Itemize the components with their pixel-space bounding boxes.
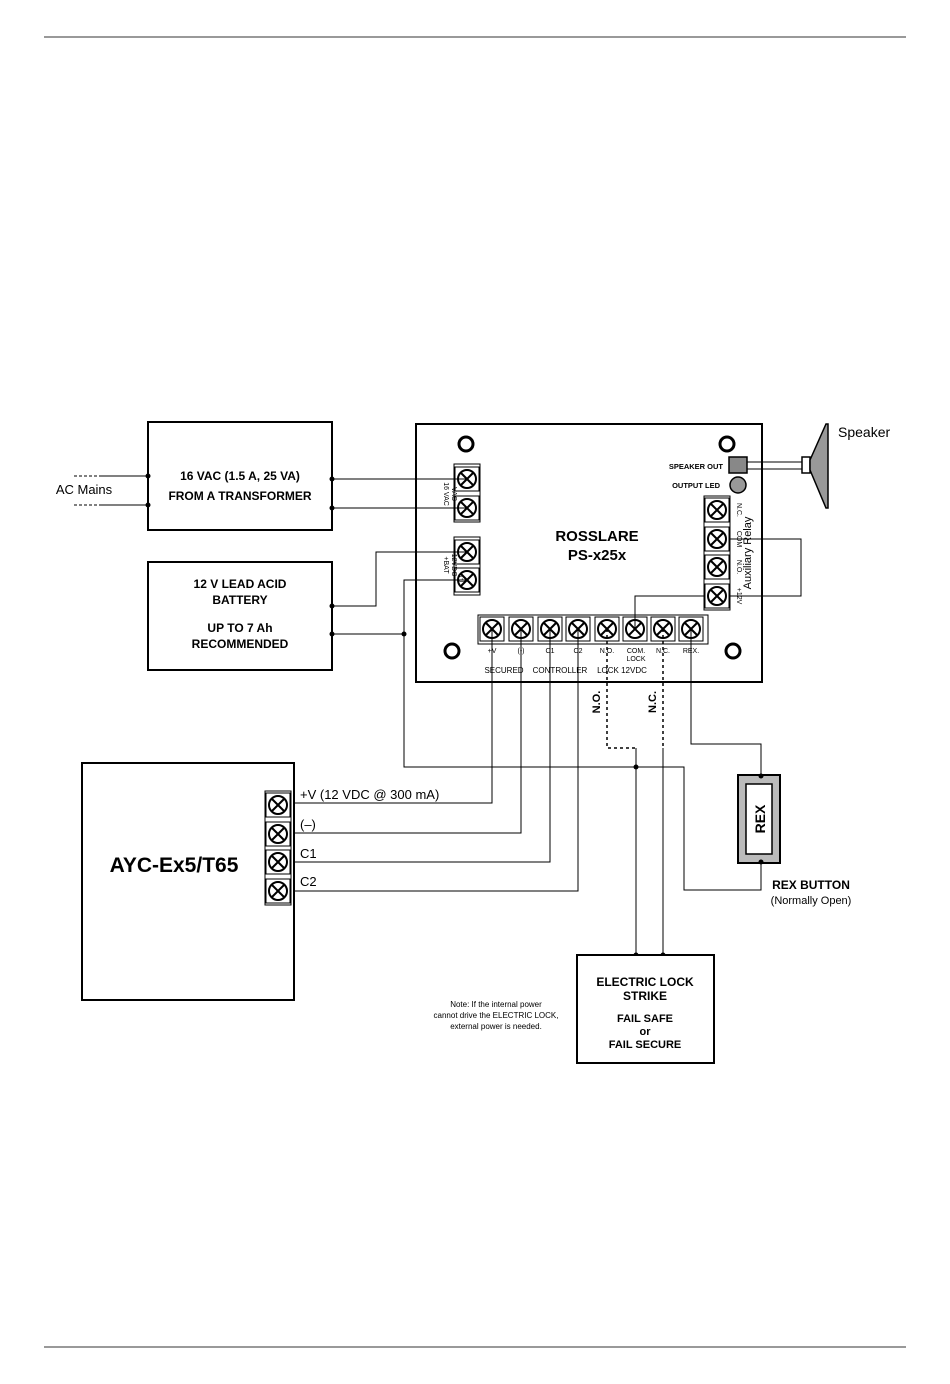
mount-hole-br (724, 642, 742, 660)
battery-box (147, 561, 333, 671)
lock-wire-no-label: N.O. (591, 691, 603, 714)
term-label-com: COM. (627, 648, 645, 655)
wire-bat-plus (332, 551, 467, 607)
wire-controller-v (292, 629, 493, 804)
controller-term-c2 (265, 878, 291, 904)
output-led-label: OUTPUT LED (672, 481, 720, 490)
ac-mains-label: AC Mains (56, 482, 113, 497)
controller-label: CONTROLLER (533, 666, 588, 675)
controller-label-minus: (–) (300, 817, 316, 832)
term-label-nc: N.C. (656, 648, 670, 655)
wire-lock-no-dashed (606, 629, 636, 749)
lock-label-4: or (640, 1026, 652, 1038)
transformer-label-1: 16 VAC (1.5 A, 25 VA) (180, 469, 300, 483)
mount-hole-bl (443, 642, 461, 660)
transformer-label-2: FROM A TRANSFORMER (168, 489, 311, 503)
term-label-no: N.O. (600, 648, 614, 655)
wire-bat-minus (332, 579, 467, 635)
rex-button-label: REX BUTTON (772, 878, 850, 892)
board-title-2: PS-x25x (568, 547, 627, 564)
electric-lock-box (576, 954, 715, 1064)
speaker-label: Speaker (838, 424, 890, 440)
lock-label-5: FAIL SECURE (609, 1039, 682, 1051)
aux-terminal-nc (704, 497, 730, 523)
lock-label-2: STRIKE (623, 989, 667, 1003)
rex-label: REX (752, 804, 768, 833)
wire-rex (690, 629, 762, 776)
aux-relay-label: Auxiliary Relay (742, 516, 754, 589)
battery-label-2: BATTERY (212, 593, 267, 607)
battery-label-1: 12 V LEAD ACID (194, 577, 287, 591)
lock-12vdc-label: LOCK 12VDC (597, 666, 647, 675)
controller-term-c1 (265, 849, 291, 875)
speaker-out-label: SPEAKER OUT (669, 462, 724, 471)
bat-label: +BAT (442, 556, 449, 574)
rex-button-sub: (Normally Open) (771, 895, 852, 907)
output-led (729, 476, 747, 494)
controller-box (81, 762, 295, 1001)
mount-hole-tr (718, 435, 736, 453)
wire-ground-bus (403, 634, 762, 891)
aux-terminal-no (704, 554, 730, 580)
board-title-1: ROSSLARE (555, 528, 638, 545)
rex-button-face (745, 783, 773, 855)
secured-label: SECURED (484, 666, 523, 675)
wire-controller-c1 (292, 629, 551, 863)
mount-hole-tl (457, 435, 475, 453)
note-line-3: external power is needed. (450, 1022, 542, 1031)
controller-term-minus (265, 821, 291, 847)
controller-term-v (265, 792, 291, 818)
vac-label-2: VAC (450, 487, 457, 501)
battery-label-3: UP TO 7 Ah (207, 621, 272, 635)
wire-controller-c2 (292, 629, 579, 892)
speaker-out-connector (728, 456, 748, 474)
battery-label-4: RECOMMENDED (192, 637, 289, 651)
speaker-icon (809, 423, 829, 509)
controller-label-c1: C1 (300, 846, 317, 861)
aux-label-no: N.O. (735, 560, 742, 574)
wire-controller-minus (292, 629, 522, 834)
wire-lock-com-to-aux (634, 595, 704, 629)
bat-label-3: (-) (458, 576, 465, 583)
controller-label-v: +V (12 VDC @ 300 mA) (300, 787, 439, 802)
aux-terminal-12v (704, 583, 730, 609)
note-line-2: cannot drive the ELECTRIC LOCK, (434, 1011, 559, 1020)
aux-terminal-com (704, 526, 730, 552)
vac-label: 16 VAC (442, 482, 449, 506)
term-label-com-lock: LOCK (626, 656, 645, 663)
wire-aux-jumper (729, 538, 802, 597)
controller-name: AYC-Ex5/T65 (110, 854, 239, 877)
lock-wire-nc-label: N.C. (647, 691, 659, 713)
controller-label-c2: C2 (300, 874, 317, 889)
lock-label-1: ELECTRIC LOCK (596, 975, 694, 989)
bat-label-2: 12VDC (450, 554, 457, 577)
aux-label-nc: N.C. (735, 503, 742, 517)
note-line-1: Note: If the internal power (450, 1000, 542, 1009)
speaker-magnet (801, 456, 811, 474)
lock-label-3: FAIL SAFE (617, 1013, 673, 1025)
